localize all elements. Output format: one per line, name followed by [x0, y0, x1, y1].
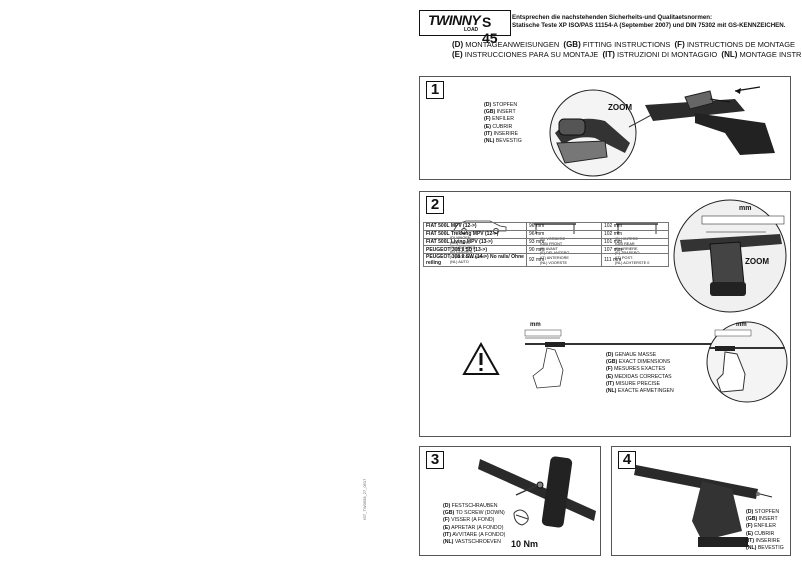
header-line-2: Statische Teste XP ISO/PAS 11154-A (Sept…: [512, 22, 786, 29]
step-1-panel: 1 (D) STOPFEN (GB) INSERT (F) ENFILER (E…: [419, 76, 791, 180]
title-text: INSTRUCCIONES PARA SU MONTAJE: [464, 50, 599, 59]
title-text: MONTAGE INSTRUCTIES.: [739, 50, 802, 59]
warning-icon: [462, 342, 500, 375]
step-number: 1: [426, 81, 444, 99]
title-text: FITTING INSTRUCTIONS: [582, 40, 671, 49]
logo-model: S 45: [482, 14, 498, 46]
step-4-panel: 4 (D) STOPFEN (GB) INSERT (F) ENFILER (E…: [611, 446, 791, 556]
step-3-labels: (D) FESTSCHRAUBEN (GB) TO SCREW (DOWN) (…: [443, 503, 506, 546]
step-4-illustration: [634, 465, 773, 547]
title-code: (E): [452, 50, 463, 59]
title-text: INSTRUCTIONS DE MONTAGE: [686, 40, 796, 49]
title-code: (D): [452, 40, 464, 49]
step-number: 4: [618, 451, 636, 469]
step-number: 2: [426, 196, 444, 214]
twinny-load-logo: TWINNY LOAD S 45: [419, 10, 511, 46]
step-1-labels: (D) STOPFEN (GB) INSERT (F) ENFILER (E) …: [484, 102, 522, 145]
step-number: 3: [426, 451, 444, 469]
header-line-1: Entsprechen die nachstehenden Sicherheit…: [512, 14, 713, 21]
torque-label: 10 Nm: [511, 539, 539, 549]
step-4-labels: (D) STOPFEN (GB) INSERT (F) ENFILER (E) …: [746, 509, 784, 552]
zoom-label: ZOOM: [745, 257, 769, 266]
mm-label: mm: [530, 322, 541, 328]
title-code: (GB): [563, 40, 581, 49]
bar-measure-illustration: [524, 329, 715, 389]
title-code: (F): [674, 40, 685, 49]
title-text: ISTRUZIONI DI MONTAGGIO: [616, 50, 718, 59]
step-3-panel: 3 (D) FESTSCHRAUBEN (GB) TO SCREW (DOWN)…: [419, 446, 601, 556]
table-row: PEUGEOT 308 II SW (14->) No rails/ Ohne …: [423, 253, 669, 268]
logo-brand: TWINNY: [428, 12, 481, 28]
step-2-zoom-small: [706, 321, 788, 403]
step-1-illustration: [549, 86, 775, 177]
logo-sub: LOAD: [464, 27, 479, 33]
title-row-1: (D) MONTAGEANWEISUNGEN (GB) FITTING INST…: [452, 40, 795, 49]
zoom-label: ZOOM: [608, 103, 632, 112]
title-text: MONTAGEANWEISUNGEN: [465, 40, 560, 49]
mm-label-zoom: mm: [736, 322, 747, 328]
mm-label: mm: [739, 205, 752, 212]
step-2-labels: (D) GENAUE MASSE (GB) EXACT DIMENSIONS (…: [606, 352, 674, 395]
step-2-zoom-illustration: [673, 199, 787, 313]
document-code: IST_TW0558_27_0517: [362, 478, 367, 520]
step-3-illustration: [478, 456, 596, 528]
title-code: (IT): [602, 50, 615, 59]
title-code: (NL): [721, 50, 738, 59]
title-row-2: (E) INSTRUCCIONES PARA SU MONTAJE (IT) I…: [452, 50, 802, 59]
